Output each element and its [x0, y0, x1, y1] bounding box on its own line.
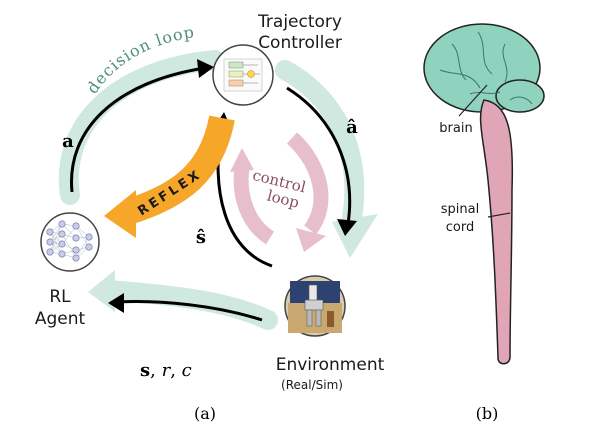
panel-a-caption: (a) — [194, 404, 216, 423]
action-label: a — [62, 131, 74, 152]
environment-label: Environment — [276, 355, 385, 375]
brain-label: brain — [439, 121, 472, 136]
controller-block-diagram-icon — [223, 58, 263, 92]
robot-environment-icon — [288, 281, 342, 333]
trajectory-controller-node: Trajectory Controller — [212, 12, 342, 106]
panel-a: Trajectory Controller — [35, 12, 385, 423]
trajectory-controller-label-line1: Trajectory — [257, 12, 342, 32]
state-hat-label: ŝ — [196, 227, 206, 248]
rl-agent-node: RL Agent — [35, 212, 100, 329]
rl-agent-circle — [40, 212, 100, 272]
environment-sublabel: (Real/Sim) — [281, 378, 343, 392]
spinal-cord-label-line2: cord — [446, 220, 474, 235]
rl-agent-label-line2: Agent — [35, 309, 86, 329]
action-hat-label: â — [346, 117, 358, 138]
state-reward-cost-label: s, r, c — [140, 360, 192, 381]
control-loop-band — [230, 132, 329, 252]
spinal-cord-label-line1: spinal — [441, 202, 479, 217]
trajectory-controller-label-line2: Controller — [258, 33, 342, 53]
decision-loop-band — [58, 50, 378, 330]
panel-b-caption: (b) — [476, 404, 499, 423]
brain-pointer — [458, 84, 488, 117]
environment-node: Environment (Real/Sim) — [276, 275, 385, 392]
brain-illustration — [423, 23, 545, 113]
reflex-arrow — [104, 115, 235, 238]
spinal-cord-illustration — [479, 99, 514, 365]
rl-agent-label-line1: RL — [49, 287, 71, 307]
spinal-cord-pointer — [487, 212, 511, 218]
neural-network-icon — [46, 220, 93, 262]
panel-b: brain spinal cord (b) — [423, 23, 545, 423]
decision-loop-arrows — [70, 59, 357, 322]
